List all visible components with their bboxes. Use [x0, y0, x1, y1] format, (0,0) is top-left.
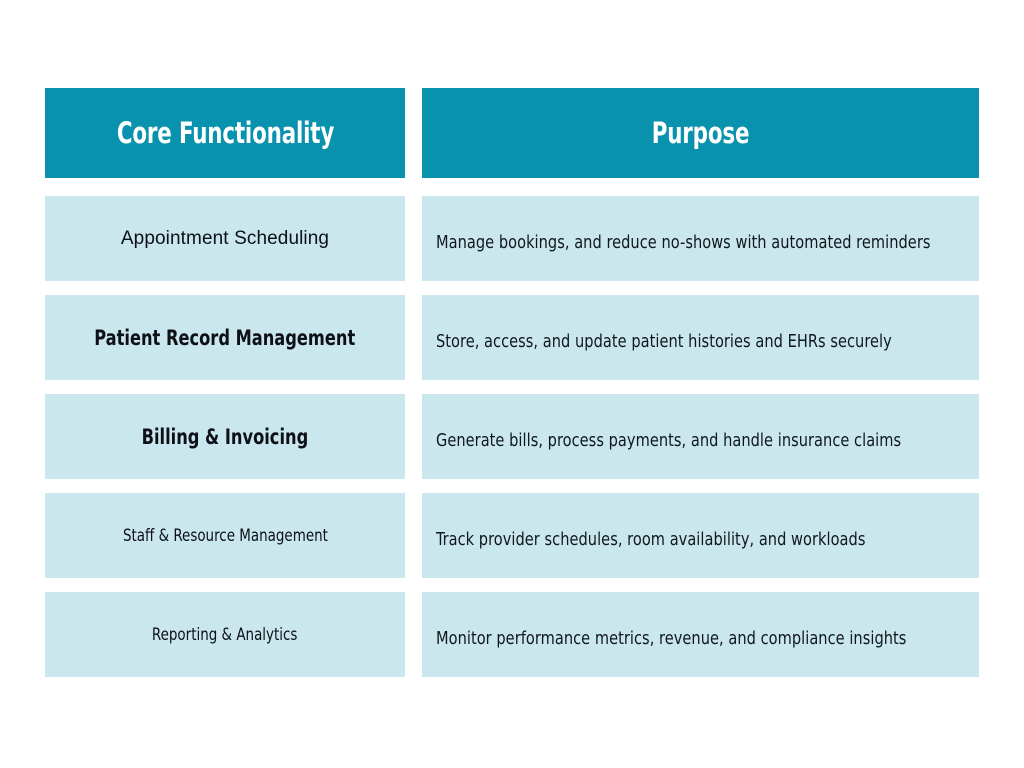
- table-header-row: Core Functionality Purpose: [45, 88, 979, 178]
- functionality-label: Staff & Resource Management: [122, 525, 328, 546]
- column-header-purpose-label: Purpose: [651, 116, 750, 150]
- cell-functionality: Appointment Scheduling: [45, 196, 405, 281]
- table-row: Billing & Invoicing Generate bills, proc…: [45, 394, 979, 479]
- cell-functionality: Billing & Invoicing: [45, 394, 405, 479]
- cell-purpose: Monitor performance metrics, revenue, an…: [422, 592, 979, 677]
- cell-purpose: Manage bookings, and reduce no-shows wit…: [422, 196, 979, 281]
- table-row: Reporting & Analytics Monitor performanc…: [45, 592, 979, 677]
- functionality-label: Appointment Scheduling: [120, 227, 330, 249]
- purpose-label: Track provider schedules, room availabil…: [436, 529, 866, 550]
- column-header-purpose: Purpose: [422, 88, 979, 178]
- functionality-label: Patient Record Management: [94, 325, 356, 350]
- cell-purpose: Store, access, and update patient histor…: [422, 295, 979, 380]
- functionality-purpose-table: Core Functionality Purpose Appointment S…: [45, 88, 979, 677]
- purpose-label: Manage bookings, and reduce no-shows wit…: [436, 232, 931, 253]
- column-header-core-functionality: Core Functionality: [45, 88, 405, 178]
- table-row: Appointment Scheduling Manage bookings, …: [45, 196, 979, 281]
- purpose-label: Generate bills, process payments, and ha…: [436, 430, 902, 451]
- table-row: Patient Record Management Store, access,…: [45, 295, 979, 380]
- cell-functionality: Staff & Resource Management: [45, 493, 405, 578]
- cell-functionality: Reporting & Analytics: [45, 592, 405, 677]
- cell-functionality: Patient Record Management: [45, 295, 405, 380]
- table-row: Staff & Resource Management Track provid…: [45, 493, 979, 578]
- purpose-label: Store, access, and update patient histor…: [436, 331, 892, 352]
- cell-purpose: Generate bills, process payments, and ha…: [422, 394, 979, 479]
- column-header-core-functionality-label: Core Functionality: [116, 116, 334, 150]
- functionality-label: Reporting & Analytics: [152, 624, 298, 645]
- purpose-label: Monitor performance metrics, revenue, an…: [436, 628, 907, 649]
- cell-purpose: Track provider schedules, room availabil…: [422, 493, 979, 578]
- functionality-label: Billing & Invoicing: [141, 424, 309, 449]
